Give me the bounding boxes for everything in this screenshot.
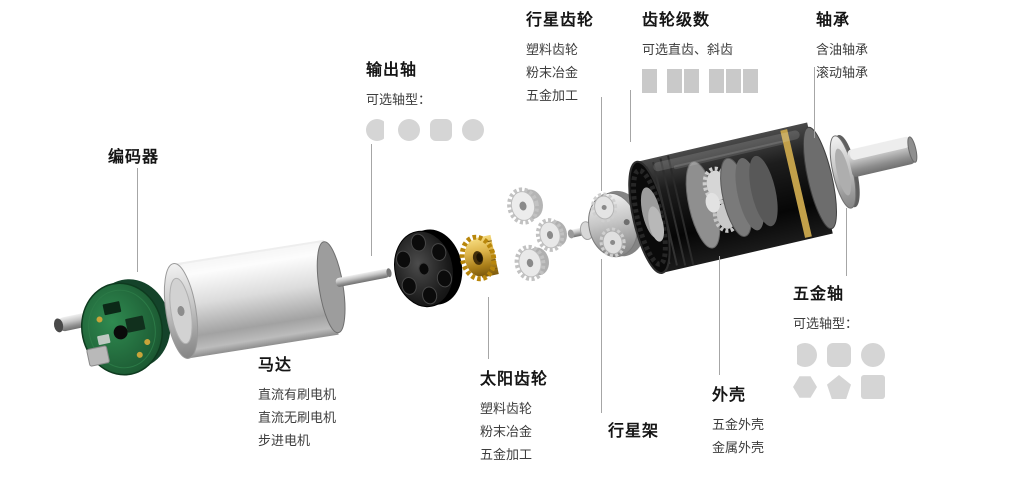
leader-line-housing xyxy=(719,256,720,375)
output-shaft-icon-row xyxy=(366,119,484,141)
planetary-gear-item: 五金加工 xyxy=(526,88,579,103)
callout-metal-shaft: 五金轴 可选轴型： xyxy=(793,280,885,399)
housing-title: 外壳 xyxy=(712,387,747,404)
metal-shaft-subtitle: 可选轴型： xyxy=(793,316,859,331)
leader-line-gear-stages xyxy=(630,90,631,142)
callout-sun-gear: 太阳齿轮 塑料齿轮 粉末冶金 五金加工 xyxy=(480,365,548,466)
metal-shaft-icon-row-1 xyxy=(793,343,885,367)
housing-item: 金属外壳 xyxy=(712,440,765,455)
sun-gear-items: 塑料齿轮 粉末冶金 五金加工 xyxy=(480,397,548,466)
motor-item: 直流无刷电机 xyxy=(258,410,337,425)
rounded-square-shaft-icon xyxy=(827,343,851,367)
sun-gear-title: 太阳齿轮 xyxy=(480,371,549,388)
motor-shaft xyxy=(335,268,392,287)
motor-item: 直流有刷电机 xyxy=(258,387,337,402)
gear-stages-title: 齿轮级数 xyxy=(642,12,711,29)
sun-gear-item: 粉末冶金 xyxy=(480,424,533,439)
round-shaft-icon xyxy=(398,119,420,141)
housing-items: 五金外壳 金属外壳 xyxy=(712,413,764,459)
planetary-gear-title: 行星齿轮 xyxy=(526,12,595,29)
planetary-gear-item: 粉末冶金 xyxy=(526,65,579,80)
metal-shaft-icon-row-2 xyxy=(793,375,885,399)
one-stage-icon xyxy=(642,69,657,93)
square-shaft-icon xyxy=(861,375,885,399)
encoder-pcb xyxy=(80,279,171,376)
sun-gear-item: 五金加工 xyxy=(480,447,533,462)
motor-body xyxy=(163,239,346,359)
front-plate xyxy=(829,134,860,209)
d-cut-shaft-icon xyxy=(797,343,817,367)
planetary-gears xyxy=(507,187,567,282)
leader-line-planet-carrier xyxy=(601,259,602,413)
callout-housing: 外壳 五金外壳 金属外壳 xyxy=(712,381,764,459)
bearing-item: 含油轴承 xyxy=(816,42,869,57)
round-shaft-icon xyxy=(861,343,885,367)
sun-gear-item: 塑料齿轮 xyxy=(480,401,533,416)
leader-line-sun-gear xyxy=(488,297,489,359)
motor-item: 步进电机 xyxy=(258,433,311,448)
motor-items: 直流有刷电机 直流无刷电机 步进电机 xyxy=(258,383,336,452)
hexagon-shaft-icon xyxy=(793,376,817,398)
leader-line-bearing xyxy=(814,67,815,138)
output-shaft-title: 输出轴 xyxy=(366,62,418,79)
callout-planetary-gear: 行星齿轮 塑料齿轮 粉末冶金 五金加工 xyxy=(526,6,594,107)
output-shaft xyxy=(847,136,918,177)
bearing-items: 含油轴承 滚动轴承 xyxy=(816,38,868,84)
leader-line-planetary-gear xyxy=(601,97,602,191)
gear-stage-icon-row xyxy=(642,69,758,93)
callout-encoder: 编码器 xyxy=(108,143,159,167)
callout-output-shaft: 输出轴 可选轴型： xyxy=(366,56,484,141)
callout-motor: 马达 直流有刷电机 直流无刷电机 步进电机 xyxy=(258,351,336,452)
bearing-item: 滚动轴承 xyxy=(816,65,869,80)
callout-bearing: 轴承 含油轴承 滚动轴承 xyxy=(816,6,868,84)
metal-shaft-title: 五金轴 xyxy=(793,286,845,303)
planetary-gear-items: 塑料齿轮 粉末冶金 五金加工 xyxy=(526,38,594,107)
pentagon-shaft-icon xyxy=(827,375,851,399)
gearbox-end-cap xyxy=(394,229,463,308)
callout-planet-carrier: 行星架 xyxy=(608,417,659,441)
d-cut-shaft-icon xyxy=(366,119,384,141)
planetary-gear-item: 塑料齿轮 xyxy=(526,42,579,57)
leader-line-metal-shaft xyxy=(846,208,847,276)
output-shaft-subtitle: 可选轴型： xyxy=(366,92,432,107)
bearing-title: 轴承 xyxy=(816,12,851,29)
motor-title: 马达 xyxy=(258,357,293,374)
leader-line-output-shaft xyxy=(371,144,372,256)
housing-item: 五金外壳 xyxy=(712,417,765,432)
sun-gear-pinion xyxy=(459,234,499,282)
round-shaft-icon xyxy=(462,119,484,141)
callout-gear-stages: 齿轮级数 可选直齿、斜齿 xyxy=(642,6,758,93)
rounded-square-shaft-icon xyxy=(430,119,452,141)
encoder-title: 编码器 xyxy=(108,149,160,166)
leader-line-encoder xyxy=(137,168,138,272)
gearbox-housing xyxy=(628,122,837,275)
two-stage-icon xyxy=(667,69,699,93)
three-stage-icon xyxy=(709,69,758,93)
planet-carrier-title: 行星架 xyxy=(608,423,660,440)
gear-stages-subtitle: 可选直齿、斜齿 xyxy=(642,42,734,57)
